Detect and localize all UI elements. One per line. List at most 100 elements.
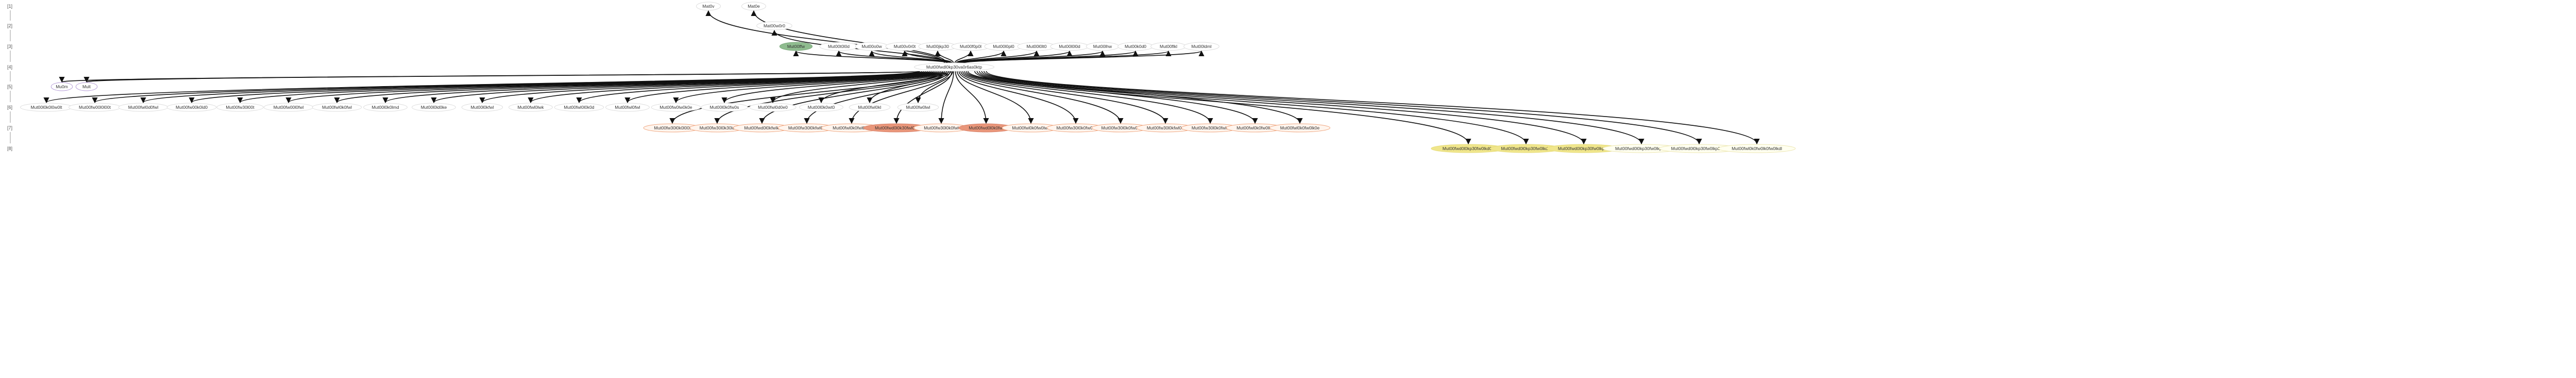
node-shape xyxy=(696,2,721,11)
node-layer: Mut00fwdl0kp30va0r6as0ktp Mat0v Mat0eMat00… xyxy=(20,2,1796,153)
node-r15[interactable]: Mut00l0k0fw0s xyxy=(701,103,748,112)
node-t4[interactable]: Mut00jkp30 xyxy=(918,42,957,51)
node-label: Mut00fwl0k0fwl xyxy=(322,105,352,110)
node-p1[interactable]: Mu0m xyxy=(50,82,73,91)
node-shape xyxy=(605,103,650,112)
edge-hub-r14 xyxy=(673,71,944,104)
node-t12[interactable]: Mut00ldml xyxy=(1183,42,1219,51)
node-shape xyxy=(412,103,456,112)
edge-hub-s11 xyxy=(960,71,1124,124)
level-label: [5] xyxy=(7,84,12,89)
node-r6[interactable]: Mut00fw00l0fwl xyxy=(263,103,314,112)
node-label: Mut00o0w xyxy=(861,44,882,49)
node-t2[interactable]: Mut00o0w xyxy=(855,42,889,51)
node-r9[interactable]: Mut00l0ld0ke xyxy=(412,103,456,112)
edge-hub-y3 xyxy=(979,71,1587,145)
node-label: Mut00fw30l0kfwl0e xyxy=(1147,125,1184,130)
node-r17[interactable]: Mut00l0k0wt0 xyxy=(799,103,843,112)
node-label: Mut00fw30l0kfwl0e xyxy=(788,125,826,130)
node-label: Mut00fw00k0ld0 xyxy=(176,105,208,110)
node-r14[interactable]: Mut00fw0lw0k0e xyxy=(651,103,701,112)
node-r8[interactable]: Mut00l0k0lmd xyxy=(363,103,408,112)
edge-hub-s3 xyxy=(759,71,947,124)
node-l2a[interactable]: Mat00w0r0 xyxy=(756,21,792,30)
node-label: Mut00fw30l0k0l00t xyxy=(654,125,691,130)
node-s4[interactable]: Mut00fw30l0kfwl0e xyxy=(777,123,836,133)
node-r10[interactable]: Mut00l0kfwl xyxy=(461,103,503,112)
node-s15[interactable]: Mut00fwl0k0fw0lk0e xyxy=(1269,123,1331,133)
edge-hub-t6 xyxy=(956,50,1007,63)
node-r11[interactable]: Mut00fwl0lwk xyxy=(509,103,553,112)
node-r19[interactable]: Mut00fw0lwl xyxy=(897,103,939,112)
node-shape xyxy=(1269,123,1331,133)
node-r1[interactable]: Mut00l0k0l0w0lt xyxy=(20,103,73,112)
node-r18[interactable]: Mut00fwl0kl xyxy=(849,103,891,112)
node-s1[interactable]: Mut00fw30l0k0l00t xyxy=(643,123,702,133)
node-label: Mut00flkl xyxy=(1160,44,1177,49)
level-label: [8] xyxy=(7,146,12,151)
node-label: Mut00fw0lwl xyxy=(906,105,930,110)
edge-hub-y4 xyxy=(981,71,1645,145)
node-shape xyxy=(509,103,553,112)
level-label: [4] xyxy=(7,64,12,70)
node-label: Mut00fwdl0kp30va0r6as0ktp xyxy=(926,64,982,70)
node-r5[interactable]: Mut00fw30l00t xyxy=(216,103,264,112)
node-label: Mut00fwl0lwk xyxy=(517,105,544,110)
node-label: Mut00fwl0k0fw0lk0e xyxy=(1280,125,1320,130)
node-t3[interactable]: Mut00v0r0t xyxy=(885,42,924,51)
node-hub[interactable]: Mut00fwdl0kp30va0r6as0ktp xyxy=(914,62,994,72)
node-s13[interactable]: Mut00fw30l0k0fwld xyxy=(1181,123,1240,133)
node-g[interactable]: Mut00ffw xyxy=(779,42,813,51)
edge-hub-t2 xyxy=(869,50,952,63)
node-r3[interactable]: Mut00fwl0d0fwl xyxy=(118,103,168,112)
node-l1a[interactable]: Mat0v xyxy=(696,2,721,11)
node-label: Mut00fwl0k0fwl0kdl xyxy=(833,125,871,130)
node-shape xyxy=(1718,144,1796,153)
edge-hub-t3 xyxy=(902,50,953,63)
node-label: Mut00fw30l0k0fw0e xyxy=(1056,125,1095,130)
node-shape xyxy=(461,103,503,112)
node-shape xyxy=(799,103,843,112)
node-label: Mut00lhw xyxy=(1093,44,1112,49)
node-label: Mut00fwd0l0kp30fw0lkdw xyxy=(1501,146,1552,151)
node-label: Mut00fwd0l0kp30fw0lkp30fw xyxy=(1671,146,1728,151)
node-t6[interactable]: Mut00l0pl0 xyxy=(984,42,1023,51)
node-t10[interactable]: Mut00k0d0 xyxy=(1117,42,1154,51)
node-s14[interactable]: Mut00fwl0k0fw0lkd xyxy=(1226,123,1284,133)
node-t8[interactable]: Mut00l0l0d xyxy=(1050,42,1089,51)
edge-hub-s1 xyxy=(669,71,943,124)
node-label: Mat0e xyxy=(748,4,760,9)
node-label: Mut00fw00l0l00t xyxy=(79,105,111,110)
node-r2[interactable]: Mut00fw00l0l00t xyxy=(69,103,121,112)
node-y1[interactable]: Mut00fwd0l0kp30fw0lkd0e xyxy=(1431,144,1506,153)
node-label: Mut00l0k0lmd xyxy=(372,105,399,110)
node-label: Mat00w0r0 xyxy=(764,23,785,28)
node-t11[interactable]: Mut00flkl xyxy=(1150,42,1187,51)
edge-hub-s6 xyxy=(893,71,953,124)
node-t5[interactable]: Mut00f0p0l xyxy=(951,42,990,51)
node-p2[interactable]: Mult xyxy=(75,82,98,91)
node-label: Mut00v0r0t xyxy=(894,44,916,49)
node-shape xyxy=(216,103,264,112)
node-shape xyxy=(756,21,792,30)
node-s7[interactable]: Mut00fw30l0k0fwl xyxy=(913,123,969,133)
node-s6[interactable]: Mut00fwd0l0k30fwl00l xyxy=(863,123,930,133)
edge-hub-r13 xyxy=(624,71,942,104)
edge-hub-s10 xyxy=(958,71,1079,124)
node-r13[interactable]: Mut00fwl0fwl xyxy=(605,103,650,112)
node-t1[interactable]: Mut00t0l0d xyxy=(819,42,858,51)
node-label: Mut00fwl0d0fwl xyxy=(128,105,159,110)
node-r4[interactable]: Mut00fw00k0ld0 xyxy=(166,103,217,112)
node-label: Mut00fwd0l0k30fwl00l xyxy=(875,125,918,130)
node-l1b[interactable]: Mat0e xyxy=(741,2,766,11)
edge-hub-t7 xyxy=(957,50,1040,63)
edge-hub-y6 xyxy=(986,71,1760,145)
node-r7[interactable]: Mut00fwl0k0fwl xyxy=(312,103,362,112)
node-r12[interactable]: Mut00fwl0l0k0d xyxy=(554,103,604,112)
node-r16[interactable]: Mut00fwl0d0e0 xyxy=(749,103,796,112)
node-t9[interactable]: Mut00lhw xyxy=(1086,42,1120,51)
node-label: Mut00f0p0l xyxy=(960,44,981,49)
node-t7[interactable]: Mut00l0lt0 xyxy=(1017,42,1056,51)
node-shape xyxy=(651,103,701,112)
node-y6[interactable]: Mut00fwl0k0fw0lk0fw0lkdl xyxy=(1718,144,1796,153)
